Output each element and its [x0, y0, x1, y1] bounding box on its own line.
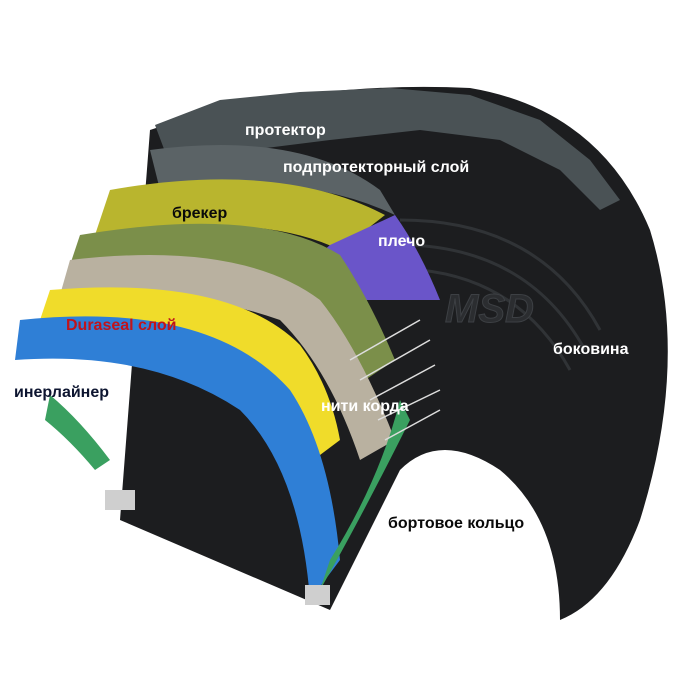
label-duraseal: Duraseal слой — [66, 317, 177, 334]
bead-wire-right — [305, 585, 330, 605]
breaker-layer — [95, 179, 385, 250]
cord-threads — [349, 319, 441, 441]
label-tread: протектор — [245, 122, 326, 139]
label-sidewall: боковина — [553, 341, 629, 358]
tread-layer — [150, 145, 395, 215]
label-subtread: подпротекторный слой — [283, 159, 470, 176]
yellow-duraseal — [40, 287, 340, 470]
label-shoulder: плечо — [378, 233, 426, 250]
label-cord: нити корда — [321, 398, 409, 415]
sidewall-ribs — [399, 218, 602, 371]
blue-innerliner — [15, 316, 340, 600]
label-bead: бортовое кольцо — [388, 515, 525, 532]
bead-green — [320, 400, 410, 590]
label-innerliner: инерлайнер — [14, 384, 110, 401]
cord-band — [60, 255, 395, 460]
label-breaker: брекер — [172, 205, 228, 222]
msd-logo: MSD — [445, 287, 534, 331]
bead-wire-left — [105, 490, 135, 510]
green-layer — [45, 395, 110, 470]
tread-blocks — [155, 88, 620, 210]
